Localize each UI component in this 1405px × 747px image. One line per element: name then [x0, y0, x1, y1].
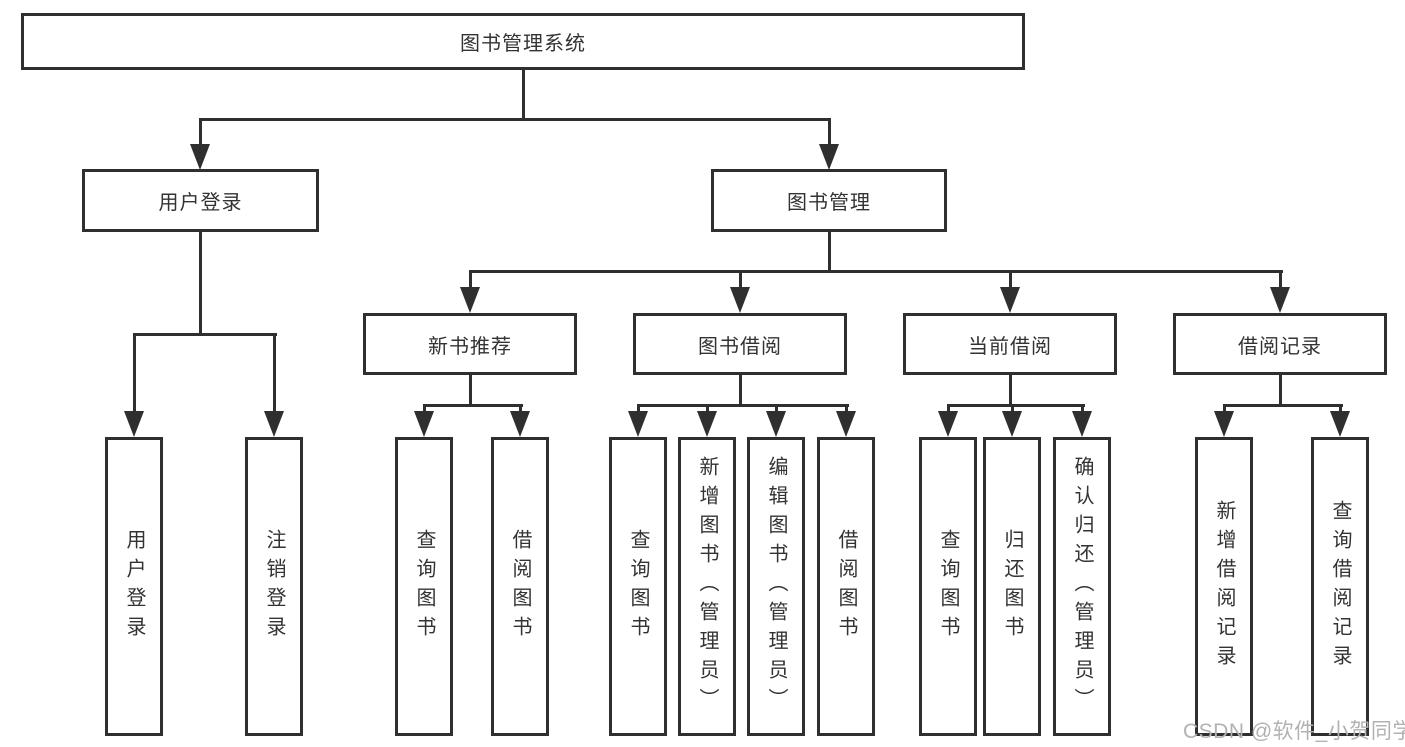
leaf-label: 确认归还（管理员） [1071, 456, 1093, 717]
connector-line [133, 333, 277, 336]
node-borrow-records: 借阅记录 [1173, 313, 1387, 375]
connector-line [1009, 272, 1012, 300]
arrow-down-icon [510, 411, 530, 437]
node-new-book-recommend-label: 新书推荐 [428, 335, 512, 358]
connector-line [199, 118, 831, 121]
arrow-down-icon [190, 144, 210, 170]
leaf-label: 借阅图书 [509, 528, 531, 645]
connector-line [739, 272, 742, 300]
connector-line [522, 70, 525, 119]
leaf-logout: 注销登录 [245, 437, 303, 736]
node-user-login-label: 用户登录 [158, 192, 243, 214]
leaf-label: 借阅图书 [835, 528, 857, 645]
arrow-down-icon [460, 287, 480, 313]
connector-line [199, 120, 202, 162]
arrow-down-icon [1270, 287, 1290, 313]
arrow-down-icon [1072, 411, 1092, 437]
arrow-down-icon [1002, 411, 1022, 437]
arrow-down-icon [124, 411, 144, 437]
leaf-label: 查询借阅记录 [1329, 499, 1351, 674]
connector-line [133, 335, 136, 423]
leaf-label: 编辑图书（管理员） [765, 456, 787, 717]
connector-line [828, 232, 831, 273]
arrow-down-icon [1330, 411, 1350, 437]
leaf-user-login: 用户登录 [105, 437, 163, 736]
connector-line [199, 232, 202, 335]
connector-line [1279, 272, 1282, 300]
leaf-records-query-record: 查询借阅记录 [1311, 437, 1369, 736]
connector-line [947, 404, 1085, 407]
leaf-recommend-query-books: 查询图书 [395, 437, 453, 736]
node-user-login: 用户登录 [82, 169, 319, 232]
node-book-management-label: 图书管理 [787, 192, 871, 214]
node-root-label: 图书管理系统 [460, 33, 586, 55]
leaf-label: 查询图书 [413, 528, 435, 645]
leaf-current-return-books: 归还图书 [983, 437, 1041, 736]
csdn-watermark: CSDN @软件_小贺同学 [1183, 720, 1405, 743]
arrow-down-icon [938, 411, 958, 437]
node-book-borrow: 图书借阅 [633, 313, 847, 375]
connector-line [637, 404, 849, 407]
leaf-borrow-edit-books-admin: 编辑图书（管理员） [747, 437, 805, 736]
connector-line [1223, 404, 1343, 407]
leaf-label: 归还图书 [1001, 528, 1023, 645]
arrow-down-icon [1000, 287, 1020, 313]
arrow-down-icon [628, 411, 648, 437]
node-new-book-recommend: 新书推荐 [363, 313, 577, 375]
leaf-records-add-record: 新增借阅记录 [1195, 437, 1253, 736]
connector-line [828, 120, 831, 162]
leaf-label: 新增借阅记录 [1213, 499, 1235, 674]
node-root: 图书管理系统 [21, 13, 1025, 70]
connector-line [273, 335, 276, 423]
node-borrow-records-label: 借阅记录 [1238, 335, 1322, 358]
arrow-down-icon [730, 287, 750, 313]
connector-line [469, 374, 472, 406]
leaf-label: 查询图书 [627, 528, 649, 645]
arrow-down-icon [264, 411, 284, 437]
node-current-borrow: 当前借阅 [903, 313, 1117, 375]
arrow-down-icon [766, 411, 786, 437]
leaf-label: 查询图书 [937, 528, 959, 645]
arrow-down-icon [697, 411, 717, 437]
leaf-label: 用户登录 [123, 528, 145, 645]
arrow-down-icon [1214, 411, 1234, 437]
connector-line [469, 270, 1283, 273]
node-current-borrow-label: 当前借阅 [968, 335, 1052, 358]
connector-line [469, 272, 472, 300]
leaf-label: 新增图书（管理员） [696, 456, 718, 717]
leaf-label: 注销登录 [263, 528, 285, 645]
arrow-down-icon [414, 411, 434, 437]
node-book-borrow-label: 图书借阅 [698, 335, 782, 358]
leaf-current-query-books: 查询图书 [919, 437, 977, 736]
arrow-down-icon [836, 411, 856, 437]
leaf-recommend-borrow-books: 借阅图书 [491, 437, 549, 736]
connector-line [1009, 374, 1012, 406]
connector-line [1279, 374, 1282, 406]
leaf-borrow-borrow-books: 借阅图书 [817, 437, 875, 736]
leaf-borrow-query-books: 查询图书 [609, 437, 667, 736]
connector-line [423, 404, 523, 407]
arrow-down-icon [819, 144, 839, 170]
leaf-current-confirm-return-admin: 确认归还（管理员） [1053, 437, 1111, 736]
node-book-management: 图书管理 [711, 169, 947, 232]
leaf-borrow-add-books-admin: 新增图书（管理员） [678, 437, 736, 736]
connector-line [739, 374, 742, 406]
